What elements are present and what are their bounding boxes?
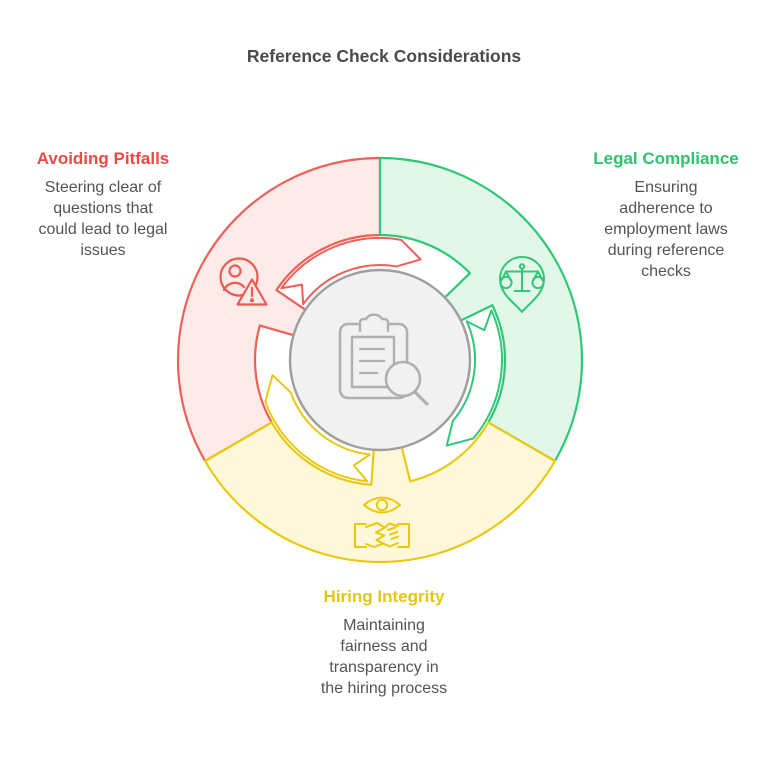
segment-label-legal-compliance: Legal Compliance Ensuring adherence to e…	[571, 149, 761, 282]
page-title: Reference Check Considerations	[246, 46, 522, 66]
arrow-band-legal-compliance	[445, 309, 503, 447]
segment-heading: Avoiding Pitfalls	[36, 149, 170, 168]
segment-heading: Legal Compliance	[593, 149, 739, 168]
segment-wedges	[176, 156, 584, 564]
arrow-band-avoiding-pitfalls	[280, 237, 422, 306]
arrow-bands	[264, 237, 503, 483]
segment-description: Ensuring adherence to employment laws du…	[604, 179, 728, 280]
arrow-band-hiring-integrity	[264, 374, 372, 483]
segment-label-avoiding-pitfalls: Avoiding Pitfalls Steering clear of ques…	[8, 149, 198, 261]
clipboard-search-icon	[338, 313, 429, 406]
segment-description: Maintaining fairness and transparency in…	[320, 617, 448, 697]
eye-handshake-icon	[354, 496, 410, 548]
user-warning-icon	[219, 257, 268, 306]
segment-wedge-hiring-integrity	[203, 421, 557, 564]
scales-pin-icon	[499, 256, 545, 313]
segment-heading: Hiring Integrity	[323, 587, 445, 606]
segment-label-hiring-integrity: Hiring Integrity Maintaining fairness an…	[269, 587, 499, 699]
segment-description: Steering clear of questions that could l…	[38, 179, 168, 259]
